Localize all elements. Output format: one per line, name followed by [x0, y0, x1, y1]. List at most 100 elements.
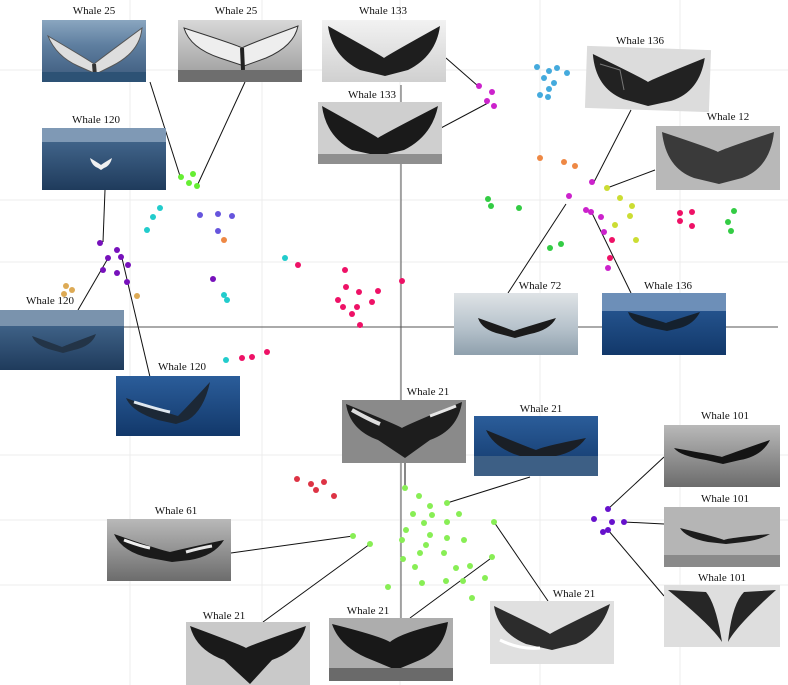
label-whale-21-b: Whale 21 — [520, 403, 562, 415]
point-cluster-green-6 — [728, 228, 734, 234]
point-cluster-pink-11 — [349, 311, 355, 317]
label-whale-21-e: Whale 21 — [553, 588, 595, 600]
point-whale-21-6 — [429, 512, 435, 518]
point-cluster-blue-8 — [537, 92, 543, 98]
point-cluster-blue-6 — [551, 80, 557, 86]
point-cluster-pink-2 — [399, 278, 405, 284]
point-cluster-red-4 — [313, 487, 319, 493]
thumbnail-whale-21-a — [342, 400, 466, 463]
embedding-points — [61, 64, 737, 601]
point-cluster-orange-3 — [561, 159, 567, 165]
point-cluster-orange-4 — [572, 163, 578, 169]
thumbnail-whale-21-e — [490, 601, 614, 664]
point-whale-21-28 — [385, 584, 391, 590]
point-cluster-red-1 — [294, 476, 300, 482]
point-whale-21-12 — [491, 519, 497, 525]
point-whale-12-6 — [633, 237, 639, 243]
label-whale-101-b: Whale 101 — [701, 493, 749, 505]
point-whale-21-15 — [367, 541, 373, 547]
label-whale-101-c: Whale 101 — [698, 572, 746, 584]
point-cluster-pink-13 — [239, 355, 245, 361]
point-cluster-tan-2 — [69, 287, 75, 293]
point-whale-21-17 — [441, 550, 447, 556]
label-whale-21-a: Whale 21 — [407, 386, 449, 398]
point-cluster-pink-15 — [264, 349, 270, 355]
point-whale-101-3 — [609, 519, 615, 525]
thumbnail-whale-101-a — [664, 425, 780, 487]
point-whale-21-2 — [416, 493, 422, 499]
point-whale-21-20 — [489, 554, 495, 560]
point-whale-136-5 — [601, 229, 607, 235]
point-cluster-pink-3 — [295, 262, 301, 268]
thumbnail-whale-25-b — [178, 20, 302, 82]
point-cluster-cyan-1 — [157, 205, 163, 211]
point-cluster-tan-4 — [134, 293, 140, 299]
point-cluster-pink-6 — [375, 288, 381, 294]
thumbnail-whale-61 — [107, 519, 231, 581]
thumbnail-whale-101-b — [664, 507, 780, 567]
point-cluster-cyan-7 — [223, 357, 229, 363]
point-whale-21-31 — [423, 542, 429, 548]
label-whale-136-a: Whale 136 — [616, 35, 664, 47]
point-whale-120-5 — [125, 262, 131, 268]
point-whale-120-1 — [97, 240, 103, 246]
point-cluster-blue-5 — [541, 75, 547, 81]
point-cluster-green-3 — [516, 205, 522, 211]
thumbnail-whale-101-c — [664, 585, 780, 647]
point-cluster-red-2 — [308, 481, 314, 487]
point-whale-21-23 — [467, 563, 473, 569]
label-whale-21-d: Whale 21 — [347, 605, 389, 617]
point-whale-21-24 — [482, 575, 488, 581]
point-whale-12-2 — [617, 195, 623, 201]
point-whale-21-25 — [443, 578, 449, 584]
point-whale-21-1 — [402, 485, 408, 491]
point-whale-21-22 — [453, 565, 459, 571]
point-whale-21-27 — [419, 580, 425, 586]
label-whale-120-c: Whale 120 — [158, 361, 206, 373]
thumbnail-whale-136-a — [584, 45, 712, 113]
point-cluster-pink-20 — [609, 237, 615, 243]
thumbnail-whale-133-a — [322, 20, 446, 82]
thumbnail-whale-136-b — [602, 293, 726, 355]
thumbnail-whale-120-b — [0, 310, 124, 370]
point-cluster-pink-7 — [369, 299, 375, 305]
point-cluster-pink-21 — [607, 255, 613, 261]
whale-thumbnails — [0, 20, 780, 685]
point-cluster-purple-4 — [215, 228, 221, 234]
point-whale-12-4 — [627, 213, 633, 219]
point-whale-21-3 — [427, 503, 433, 509]
point-cluster-pink-1 — [342, 267, 348, 273]
point-whale-21-11 — [456, 511, 462, 517]
thumbnail-whale-72 — [454, 293, 578, 355]
thumbnail-whale-21-b — [474, 416, 598, 476]
point-whale-133-2 — [489, 89, 495, 95]
point-cluster-pink-9 — [340, 304, 346, 310]
thumbnail-whale-25-a — [42, 20, 146, 82]
point-whale-21-7 — [421, 520, 427, 526]
label-whale-25-a: Whale 25 — [73, 5, 116, 17]
point-cluster-cyan-4 — [282, 255, 288, 261]
point-whale-21-5 — [410, 511, 416, 517]
point-cluster-green-8 — [547, 245, 553, 251]
point-cluster-green-1 — [485, 196, 491, 202]
point-cluster-pink-5 — [356, 289, 362, 295]
point-cluster-blue-2 — [546, 68, 552, 74]
point-cluster-pink-10 — [354, 304, 360, 310]
point-whale-21-19 — [400, 556, 406, 562]
point-whale-25-4 — [190, 171, 196, 177]
point-whale-21-8 — [403, 527, 409, 533]
point-whale-101-5 — [600, 529, 606, 535]
label-whale-101-a: Whale 101 — [701, 410, 749, 422]
point-whale-12-3 — [629, 203, 635, 209]
point-whale-120-9 — [210, 276, 216, 282]
label-whale-133-a: Whale 133 — [359, 5, 407, 17]
point-cluster-purple-2 — [215, 211, 221, 217]
point-whale-21-10 — [444, 519, 450, 525]
point-whale-136-1 — [566, 193, 572, 199]
label-whale-72: Whale 72 — [519, 280, 561, 292]
point-cluster-cyan-5 — [221, 292, 227, 298]
label-whale-61: Whale 61 — [155, 505, 197, 517]
point-whale-21-26 — [460, 578, 466, 584]
point-whale-21-29 — [469, 595, 475, 601]
point-cluster-cyan-2 — [150, 214, 156, 220]
